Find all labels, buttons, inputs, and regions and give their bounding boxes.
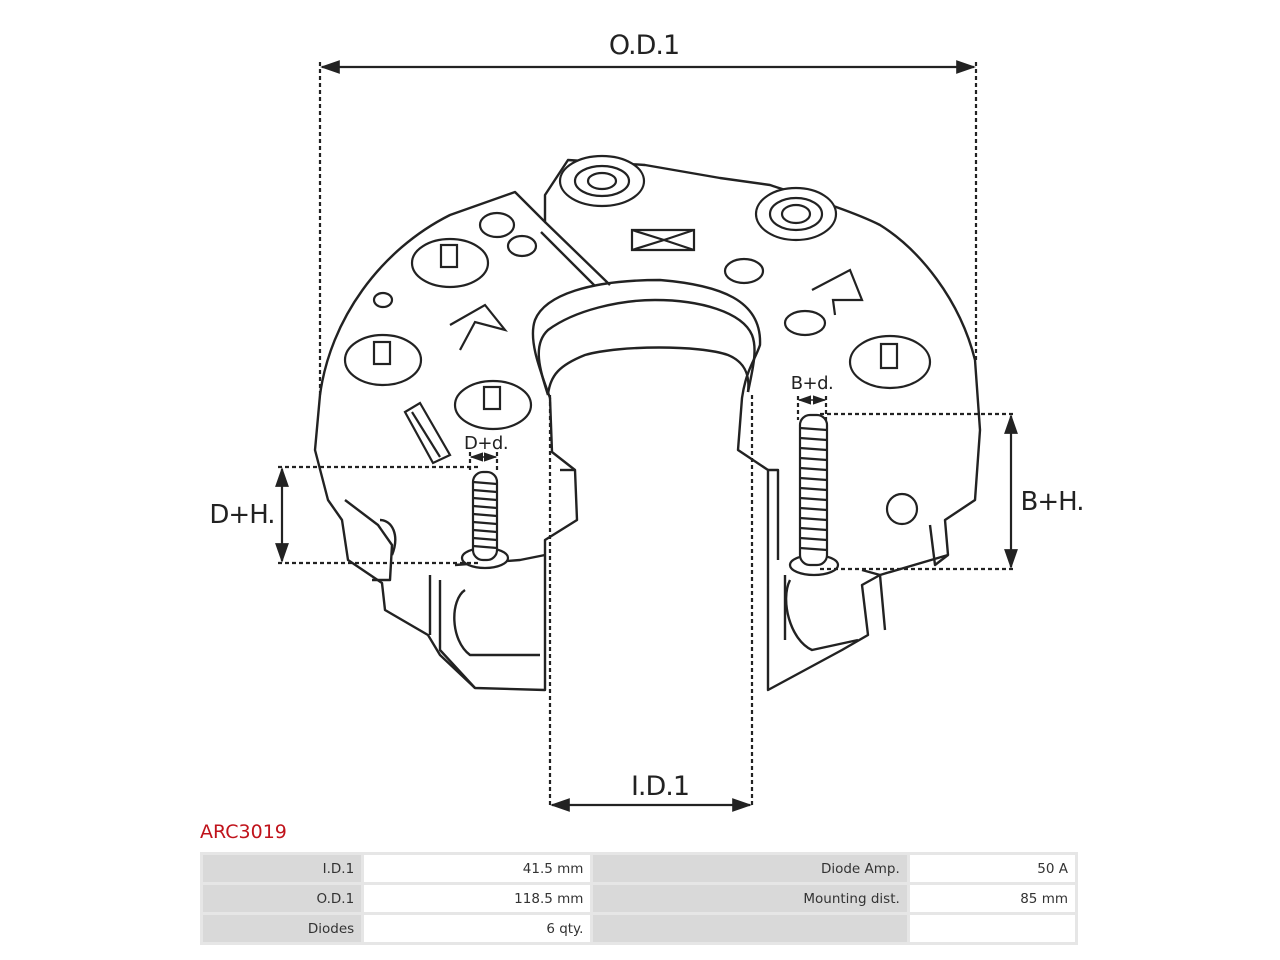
left-stud — [460, 470, 510, 570]
spec-label: I.D.1 — [203, 855, 362, 882]
spec-label: Diode Amp. — [593, 855, 907, 882]
dh-label: D+H. — [209, 500, 274, 530]
spec-value: 85 mm — [909, 885, 1075, 912]
spec-label: Mounting dist. — [593, 885, 907, 912]
spec-label: Diodes — [203, 915, 362, 942]
part-number: ARC3019 — [200, 821, 287, 843]
spec-value: 41.5 mm — [364, 855, 591, 882]
right-stud — [788, 413, 840, 577]
spec-value: 6 qty. — [364, 915, 591, 942]
spec-value: 118.5 mm — [364, 885, 591, 912]
dimension-arrows — [275, 60, 1018, 812]
spec-label: O.D.1 — [203, 885, 362, 912]
table-row: O.D.1 118.5 mm Mounting dist. 85 mm — [203, 885, 1075, 912]
spec-table: I.D.1 41.5 mm Diode Amp. 50 A O.D.1 118.… — [200, 852, 1078, 945]
od-label: O.D.1 — [609, 30, 679, 61]
spec-label — [593, 915, 907, 942]
dimension-lines — [278, 62, 1014, 808]
table-row: I.D.1 41.5 mm Diode Amp. 50 A — [203, 855, 1075, 882]
bd-label: B+d. — [791, 373, 834, 394]
bh-label: B+H. — [1021, 487, 1084, 517]
rectifier-features — [343, 154, 932, 526]
dd-label: D+d. — [464, 433, 508, 454]
rectifier-diagram: O.D.1 I.D.1 D+H. B+H. D+d. B+d. — [209, 30, 1084, 812]
spec-value: 50 A — [909, 855, 1075, 882]
table-row: Diodes 6 qty. — [203, 915, 1075, 942]
spec-value — [909, 915, 1075, 942]
id-label: I.D.1 — [631, 771, 689, 802]
